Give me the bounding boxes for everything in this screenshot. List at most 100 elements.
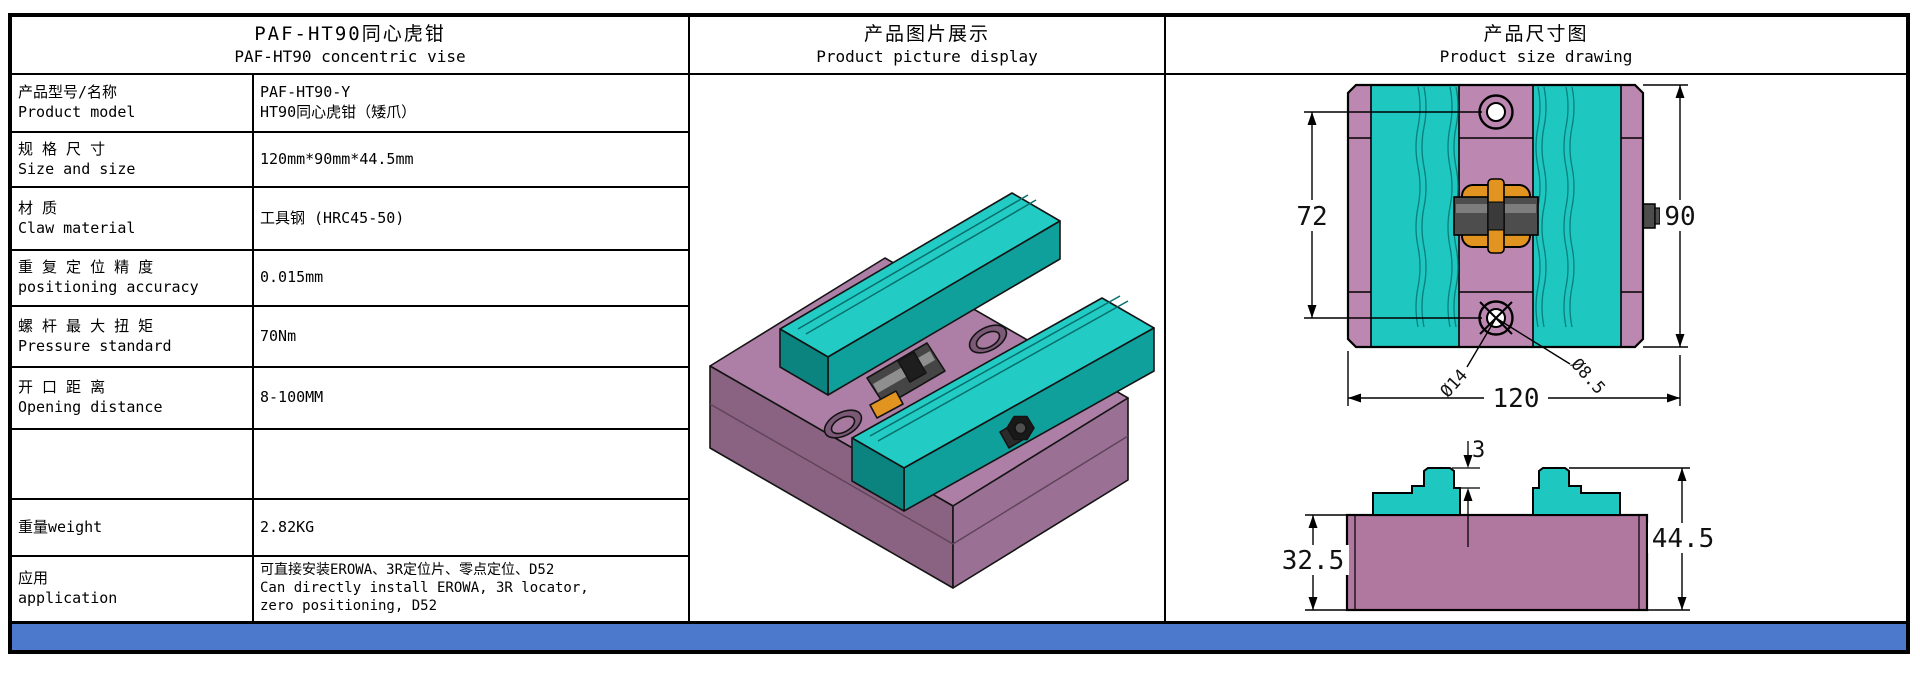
- table-row: 材 质 Claw material 工具钢 (HRC45-50): [12, 188, 688, 251]
- label-zh: 重量weight: [18, 517, 103, 536]
- dim-body-length: [1347, 351, 1681, 414]
- value-line: 0.015mm: [260, 268, 324, 287]
- label-zh: 规 格 尺 寸: [18, 139, 106, 158]
- spec-panel-header: PAF-HT90同心虎钳 PAF-HT90 concentric vise: [12, 17, 688, 75]
- row-value: 70Nm: [254, 307, 688, 366]
- dimension-drawings: 72 90: [1279, 83, 1718, 612]
- value-line: zero positioning, D52: [260, 597, 438, 614]
- dim-44-5-label: 44.5: [1652, 524, 1715, 554]
- row-label: 规 格 尺 寸 Size and size: [12, 133, 254, 186]
- spec-table: 产品型号/名称 Product model PAF-HT90-Y HT90同心虎…: [12, 75, 688, 621]
- picture-title-en: Product picture display: [816, 46, 1038, 66]
- dim-hole-pitch: [1292, 111, 1482, 319]
- label-en: application: [18, 589, 118, 607]
- label-en: Product model: [18, 103, 136, 121]
- base-hole: [968, 324, 1008, 354]
- row-label: [12, 430, 254, 498]
- label-en: Size and size: [18, 159, 136, 178]
- row-value: 可直接安装EROWA、3R定位片、零点定位、D52 Can directly i…: [254, 557, 688, 621]
- row-label: 重 复 定 位 精 度 positioning accuracy: [12, 251, 254, 305]
- dim-90-label: 90: [1664, 202, 1695, 232]
- table-row: 应用 application 可直接安装EROWA、3R定位片、零点定位、D52…: [12, 557, 688, 621]
- table-row: 重量weight 2.82KG: [12, 500, 688, 557]
- value-line: PAF-HT90-Y: [260, 83, 351, 102]
- label-zh: 材 质: [18, 198, 58, 217]
- row-value: 2.82KG: [254, 500, 688, 555]
- label-en: Claw material: [18, 218, 136, 237]
- dim-72-label: 72: [1296, 202, 1327, 232]
- label-en: Opening distance: [18, 398, 163, 416]
- label-en: positioning accuracy: [18, 278, 199, 296]
- label-zh: 开 口 距 离: [18, 378, 106, 397]
- dim-counterbore-label: Ø14: [1437, 366, 1472, 402]
- table-row: 螺 杆 最 大 扭 矩 Pressure standard 70Nm: [12, 307, 688, 368]
- spec-title-en: PAF-HT90 concentric vise: [234, 46, 466, 66]
- spec-panel: PAF-HT90同心虎钳 PAF-HT90 concentric vise 产品…: [12, 17, 690, 621]
- mount-hole-top: [1478, 94, 1514, 130]
- row-value: PAF-HT90-Y HT90同心虎钳（矮爪）: [254, 75, 688, 131]
- dim-body-height: [1643, 84, 1700, 348]
- top-view-drawing: 72 90: [1292, 83, 1700, 414]
- drawing-title-en: Product size drawing: [1439, 46, 1633, 66]
- row-label: 材 质 Claw material: [12, 188, 254, 249]
- table-row: 开 口 距 离 Opening distance 8-100MM: [12, 368, 688, 430]
- row-value: 0.015mm: [254, 251, 688, 305]
- picture-panel: 产品图片展示 Product picture display: [690, 17, 1166, 621]
- value-line: 工具钢 (HRC45-50): [260, 208, 405, 227]
- sheet-frame: PAF-HT90同心虎钳 PAF-HT90 concentric vise 产品…: [8, 13, 1910, 654]
- value-line: 2.82KG: [260, 517, 315, 536]
- hole-dia-leaders: [1466, 317, 1571, 368]
- dim-through-hole-label: Ø8.5: [1567, 355, 1609, 399]
- sheet-panels: PAF-HT90同心虎钳 PAF-HT90 concentric vise 产品…: [12, 17, 1906, 621]
- row-label: 应用 application: [12, 557, 254, 621]
- dim-base-height: [1279, 514, 1349, 611]
- orange-insert: [869, 390, 904, 419]
- drawing-panel: 产品尺寸图 Product size drawing: [1166, 17, 1906, 621]
- screw-collar: [897, 351, 927, 383]
- base-hole: [823, 409, 863, 439]
- picture-panel-body: [690, 75, 1164, 621]
- dim-jaw-step: [1452, 441, 1480, 547]
- value-line: 可直接安装EROWA、3R定位片、零点定位、D52: [260, 562, 555, 579]
- dim-total-height: [1569, 467, 1718, 611]
- label-zh: 重 复 定 位 精 度: [18, 258, 154, 277]
- label-zh: 螺 杆 最 大 扭 矩: [18, 316, 154, 335]
- value-line: 120mm*90mm*44.5mm: [260, 149, 414, 168]
- dim-3-label: 3: [1472, 438, 1485, 463]
- side-knob: [1642, 203, 1656, 229]
- side-left-jaw: [1372, 467, 1461, 516]
- spec-title-zh: PAF-HT90同心虎钳: [254, 23, 446, 46]
- drawing-panel-header: 产品尺寸图 Product size drawing: [1166, 17, 1906, 75]
- dim-32-5-label: 32.5: [1282, 546, 1345, 576]
- picture-title-zh: 产品图片展示: [863, 23, 990, 46]
- side-right-jaw: [1532, 467, 1621, 516]
- row-value: [254, 430, 688, 498]
- table-row: 重 复 定 位 精 度 positioning accuracy 0.015mm: [12, 251, 688, 307]
- value-line: Can directly install EROWA, 3R locator,: [260, 580, 589, 597]
- dim-120-label: 120: [1493, 384, 1540, 414]
- row-label: 螺 杆 最 大 扭 矩 Pressure standard: [12, 307, 254, 366]
- drawing-panel-body: 72 90: [1166, 75, 1906, 621]
- picture-panel-header: 产品图片展示 Product picture display: [690, 17, 1164, 75]
- far-jaw: [779, 192, 1061, 396]
- row-label: 重量weight: [12, 500, 254, 555]
- row-value: 工具钢 (HRC45-50): [254, 188, 688, 249]
- table-row-empty: [12, 430, 688, 500]
- table-row: 产品型号/名称 Product model PAF-HT90-Y HT90同心虎…: [12, 75, 688, 133]
- label-zh: 应用: [18, 569, 49, 588]
- value-line: 8-100MM: [260, 388, 324, 407]
- vise-base-right: [952, 397, 1129, 589]
- center-clamp: [1453, 178, 1539, 254]
- row-label: 产品型号/名称 Product model: [12, 75, 254, 131]
- row-label: 开 口 距 离 Opening distance: [12, 368, 254, 428]
- table-row: 规 格 尺 寸 Size and size 120mm*90mm*44.5mm: [12, 133, 688, 188]
- value-line: 70Nm: [260, 326, 297, 345]
- side-view-drawing: 3 32.5: [1279, 438, 1718, 612]
- label-en: Pressure standard: [18, 336, 172, 355]
- label-zh: 产品型号/名称: [18, 83, 118, 102]
- value-line: HT90同心虎钳（矮爪）: [260, 103, 417, 121]
- drawing-title-zh: 产品尺寸图: [1483, 23, 1589, 46]
- hex-screw: [999, 415, 1035, 449]
- row-value: 8-100MM: [254, 368, 688, 428]
